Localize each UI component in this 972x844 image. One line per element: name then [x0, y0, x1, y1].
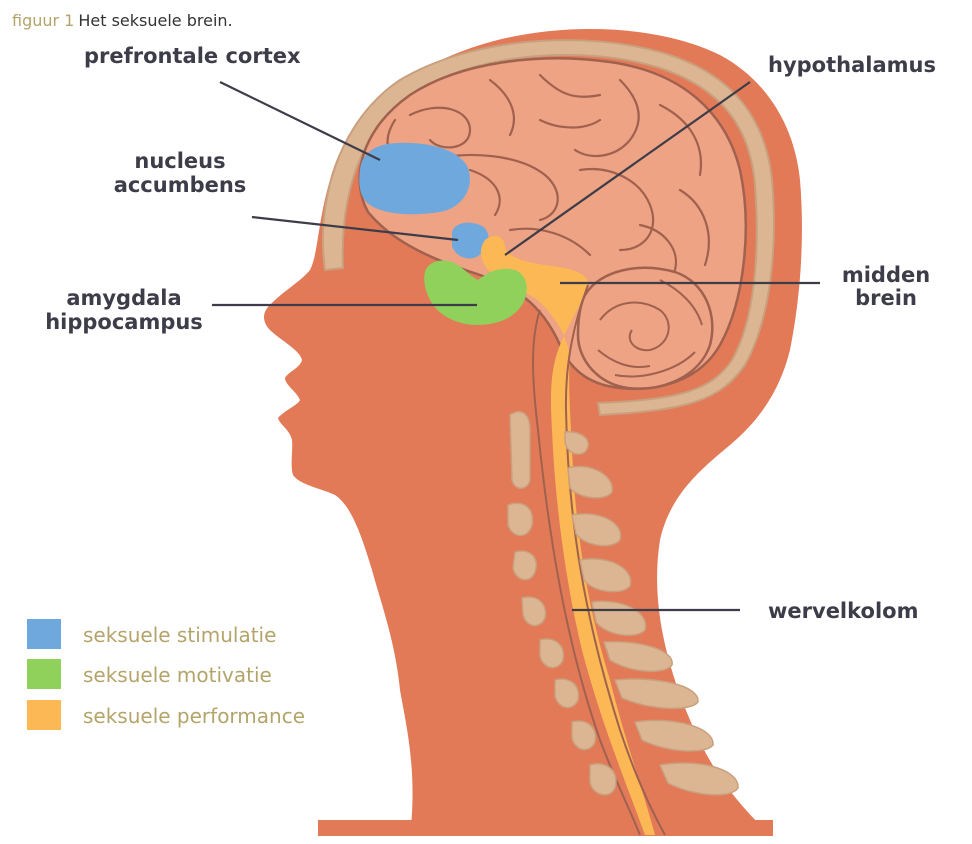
cerebellum-folds	[597, 279, 703, 378]
prefrontal-cortex-region	[359, 142, 470, 215]
neck-base	[318, 820, 773, 836]
vertebrae	[507, 411, 739, 796]
leader-line-nucleus	[251, 215, 459, 242]
legend: seksuele stimulatie seksuele motivatie s…	[27, 619, 305, 730]
brain-gyri	[386, 73, 710, 272]
legend-label-motivatie: seksuele motivatie	[83, 663, 272, 687]
legend-label-stimulatie: seksuele stimulatie	[83, 623, 276, 647]
figure-number: figuur 1	[12, 11, 75, 30]
label-hypothalamus: hypothalamus	[768, 53, 936, 77]
legend-swatch-performance	[27, 700, 61, 730]
skull	[321, 39, 775, 417]
label-brein: brein	[855, 286, 917, 310]
label-wervelkolom: wervelkolom	[768, 599, 918, 623]
amygdala-hippocampus-region	[424, 260, 527, 325]
leader-lines	[212, 81, 820, 612]
legend-swatch-motivatie	[27, 659, 61, 689]
legend-swatch-stimulatie	[27, 619, 61, 649]
label-hippocampus: hippocampus	[45, 310, 203, 334]
nucleus-accumbens-region	[452, 222, 489, 259]
label-accumbens: accumbens	[114, 173, 247, 197]
legend-label-performance: seksuele performance	[83, 704, 305, 728]
leader-line-hypothalamus	[504, 81, 751, 256]
label-midden: midden	[842, 263, 930, 287]
label-amygdala: amygdala	[66, 286, 181, 310]
label-prefrontal-cortex: prefrontale cortex	[84, 44, 301, 68]
cerebellum	[576, 266, 714, 390]
midbrain-region	[480, 235, 655, 836]
leader-line-prefrontal	[219, 81, 381, 161]
label-nucleus: nucleus	[134, 149, 225, 173]
figure-title: Het seksuele brein.	[78, 11, 233, 30]
